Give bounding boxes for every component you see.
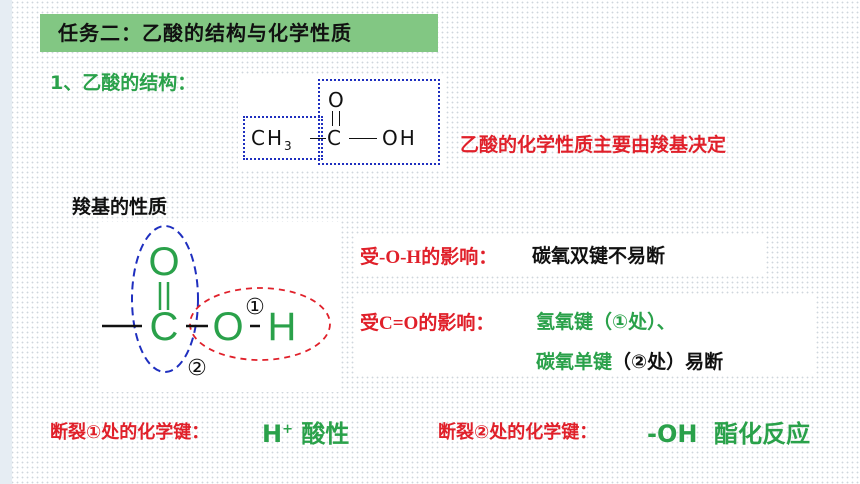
oxygen-top: O xyxy=(148,240,179,284)
structure-formula-panel: CH3 C O OH xyxy=(238,74,444,170)
double-bond xyxy=(332,111,340,126)
break2-result: -OH 酯化反应 xyxy=(647,420,811,448)
break1-result: H+ 酸性 xyxy=(262,414,349,449)
carboxyl-properties-heading: 羧基的性质 xyxy=(72,196,168,218)
slide-title: 任务二：乙酸的结构与化学性质 xyxy=(40,14,438,52)
break1-property: 酸性 xyxy=(293,420,350,448)
effect-co-line2-black: （②处）易断 xyxy=(612,351,724,373)
c-o-double-bond-ellipse xyxy=(131,225,199,373)
carboxyl-determines-note: 乙酸的化学性质主要由羧基决定 xyxy=(460,134,727,156)
effect-oh-panel: 受-O-H的影响： 碳氧双键不易断 xyxy=(354,234,764,274)
effect-oh-label: 受-O-H的影响： xyxy=(360,247,498,268)
o-h-bond-ellipse xyxy=(189,287,331,361)
methyl-group: CH3 xyxy=(251,126,294,153)
break1-charge: + xyxy=(282,422,293,437)
carboxyl-diagram: O C O H ① ② xyxy=(100,222,340,392)
marker-2: ② xyxy=(187,356,207,381)
effect-oh-text: 碳氧双键不易断 xyxy=(532,245,666,267)
section-heading-structure: 1、乙酸的结构： xyxy=(50,72,197,94)
carboxyl-dotted-box xyxy=(318,79,440,165)
carbon-atom: C xyxy=(327,126,341,150)
carbon-center: C xyxy=(150,305,179,349)
hydrogen: H xyxy=(268,305,297,349)
oxygen-hydroxyl: O xyxy=(212,305,243,349)
bond-ch3-c xyxy=(310,138,326,139)
effect-co-label: 受C=O的影响： xyxy=(360,313,495,334)
hydroxyl-group: OH xyxy=(382,126,417,150)
effect-co-line2-green: 碳氧单键 xyxy=(536,351,613,373)
effect-co-line1: 氢氧键（①处）、 xyxy=(536,311,676,333)
left-edge-bar xyxy=(0,0,12,484)
break1-product: H xyxy=(262,420,283,448)
carbonyl-oxygen: O xyxy=(328,88,344,112)
break1-label: 断裂①处的化学键： xyxy=(50,422,210,443)
bond-c-oh xyxy=(349,138,377,139)
marker-1: ① xyxy=(245,295,265,320)
break2-label: 断裂②处的化学键： xyxy=(438,422,598,443)
effect-co-panel: 受C=O的影响： 氢氧键（①处）、 碳氧单键 （②处）易断 xyxy=(354,294,814,376)
